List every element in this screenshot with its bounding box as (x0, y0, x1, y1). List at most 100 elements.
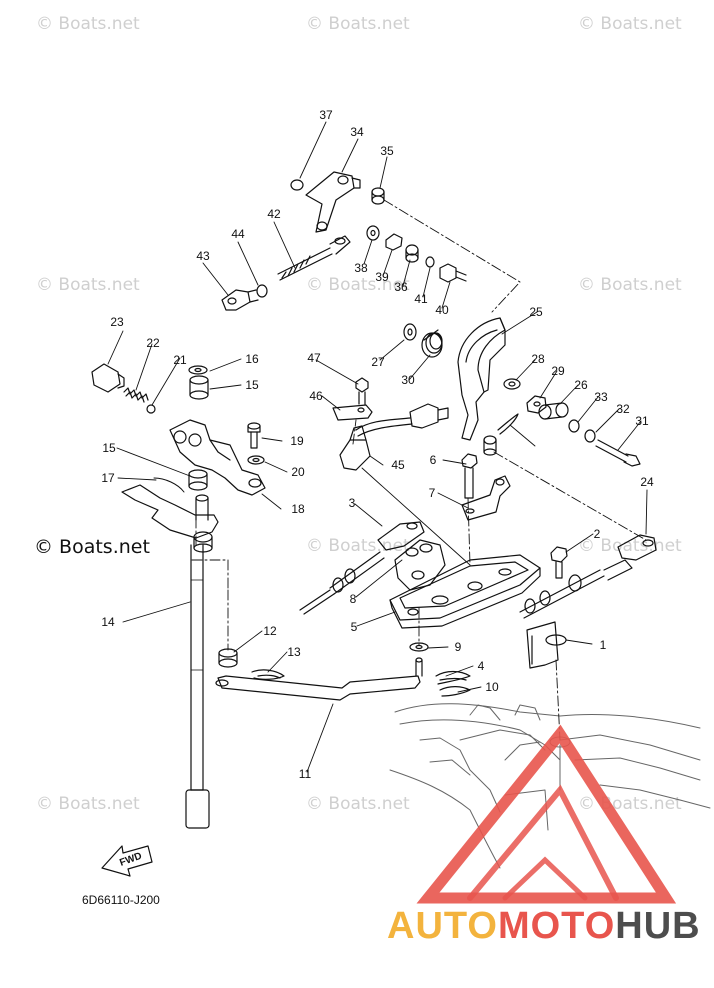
part-48-screw (355, 377, 369, 405)
part-35-lever (305, 171, 361, 233)
brand-wordmark: AUTOMOTOHUB (387, 905, 701, 948)
part-24-cable-end (617, 534, 657, 561)
part-16-washer (188, 365, 208, 375)
watermark: © Boats.net (306, 275, 410, 295)
part-23-plug (91, 363, 125, 393)
callout-number: 5 (350, 620, 358, 634)
brand-part-3: HUB (615, 905, 701, 947)
part-43-rod (277, 235, 351, 281)
engine-casting (389, 703, 711, 869)
callout-number: 14 (101, 615, 115, 629)
callout-number: 31 (635, 414, 649, 428)
diagram-code: 6D66110-J200 (82, 893, 160, 907)
part-5-base-plate (389, 554, 541, 629)
brand-part-1: AUTO (387, 905, 498, 947)
watermark: © Boats.net (578, 275, 682, 295)
callout-number: 2 (593, 527, 601, 541)
callout-number: 33 (594, 390, 608, 404)
callout-number: 17 (101, 471, 115, 485)
leader-lines (107, 121, 648, 773)
callout-number: 11 (298, 767, 312, 781)
callout-number: 3 (348, 496, 356, 510)
callout-number: 19 (290, 434, 304, 448)
callout-number: 43 (196, 249, 210, 263)
brand-part-2: MOTO (497, 905, 616, 947)
callout-number: 45 (391, 458, 405, 472)
callout-number: 18 (291, 502, 305, 516)
part-29-washer (503, 378, 521, 390)
fwd-arrow-icon: FWD (101, 845, 153, 877)
watermark: © Boats.net (306, 794, 410, 814)
callout-number: 32 (616, 402, 630, 416)
callout-number: 13 (287, 645, 301, 659)
part-2-bolt (550, 546, 568, 579)
part-42-washer (425, 256, 435, 268)
part-28-washer (403, 323, 417, 341)
callout-number: 23 (110, 315, 124, 329)
part-38-washer (290, 179, 304, 191)
callout-number: 38 (354, 261, 368, 275)
part-15-collar (188, 469, 208, 491)
part-47-plate (332, 404, 373, 421)
part-26-throttle-lever (457, 317, 506, 456)
callout-number: 42 (267, 207, 281, 221)
part-17-arm (121, 477, 219, 553)
callout-number: 7 (428, 486, 436, 500)
shift-cable-right (519, 559, 633, 619)
callout-number: 22 (146, 336, 160, 350)
part-11-shift-link (215, 657, 423, 701)
callout-number: 34 (350, 125, 364, 139)
callout-number: 39 (375, 270, 389, 284)
part-31-spring (421, 329, 443, 358)
callout-number: 12 (263, 624, 277, 638)
callout-number: 9 (454, 640, 462, 654)
part-34-washer (568, 419, 580, 433)
callout-number: 24 (640, 475, 654, 489)
part-15-collar-upper (189, 375, 209, 400)
part-37-collar (405, 244, 419, 263)
part-4-clip (435, 670, 471, 685)
watermark: © Boats.net (36, 275, 140, 295)
callout-number: 20 (291, 465, 305, 479)
brand-logo-icon (416, 724, 677, 904)
watermark-dark: © Boats.net (34, 536, 150, 558)
part-45-nut (256, 284, 268, 298)
part-1-bracket (526, 621, 567, 669)
watermark: © Boats.net (578, 536, 682, 556)
callout-number: 41 (414, 292, 428, 306)
callout-number: 4 (477, 659, 485, 673)
callout-number: 16 (245, 352, 259, 366)
part-32-bolt (595, 439, 641, 467)
callout-number: 10 (485, 680, 499, 694)
callout-number: 36 (394, 280, 408, 294)
callout-number: 15 (102, 441, 116, 455)
callout-number: 46 (309, 389, 323, 403)
callout-number: 40 (435, 303, 449, 317)
callout-number: 47 (307, 351, 321, 365)
guide-lines (191, 199, 647, 741)
part-36-collar (371, 187, 385, 205)
callout-number: 6 (429, 453, 437, 467)
callout-number: 25 (529, 305, 543, 319)
watermark: © Boats.net (306, 14, 410, 34)
callout-number: 15 (245, 378, 259, 392)
callout-number: 37 (319, 108, 333, 122)
part-14-shift-rod (185, 544, 210, 829)
part-13-clip (251, 669, 285, 680)
callout-number: 28 (531, 352, 545, 366)
part-19-bolt (247, 422, 261, 449)
part-21-ball (146, 404, 156, 414)
part-25-clip (497, 413, 519, 435)
callout-number: 30 (401, 373, 415, 387)
part-10-clip (439, 686, 471, 697)
callout-number: 26 (574, 378, 588, 392)
part-9-washer (409, 642, 429, 652)
part-44-rod-end (221, 289, 259, 311)
callout-number: 8 (349, 592, 357, 606)
watermark: © Boats.net (306, 536, 410, 556)
part-6-bolt (461, 453, 478, 499)
watermark: © Boats.net (578, 14, 682, 34)
throttle-cable-left (299, 551, 385, 615)
part-27-collar (538, 402, 569, 420)
